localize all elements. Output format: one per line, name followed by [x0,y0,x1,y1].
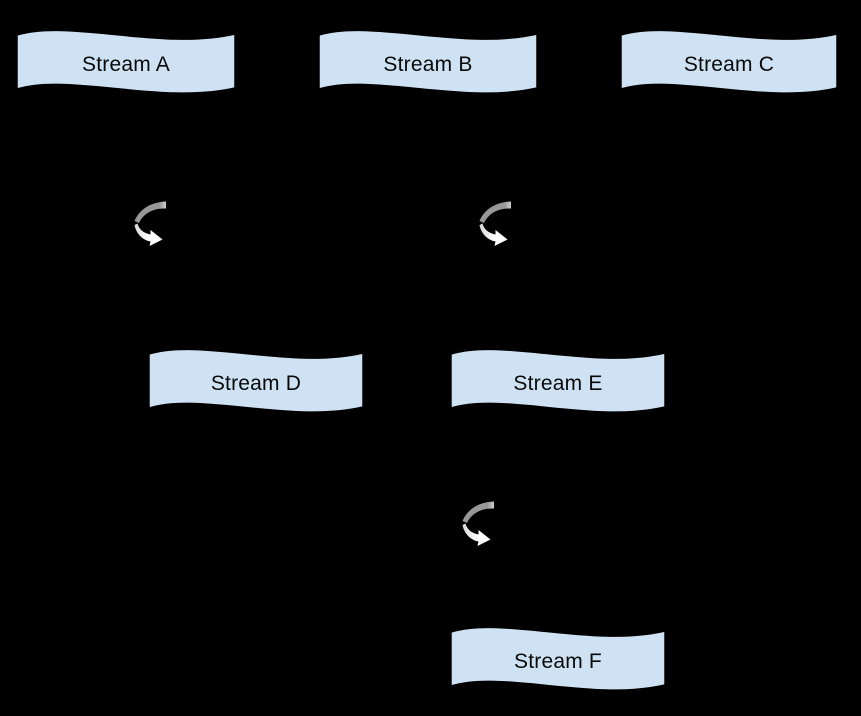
node-label: Stream A [82,52,170,76]
node-label: Stream E [513,371,603,395]
node-stream-a: Stream A [16,25,236,101]
wave-shape [620,25,838,101]
wave-shape [16,25,236,101]
node-stream-c: Stream C [620,25,838,101]
node-label: Stream C [683,52,775,76]
node-label: Stream F [514,649,602,673]
node-stream-f: Stream F [450,622,666,698]
node-stream-e: Stream E [450,344,666,420]
wave-shape [318,25,538,101]
loop-arrow-icon [478,200,512,247]
wave-shape [148,344,364,420]
node-label: Stream B [383,52,473,76]
node-label: Stream D [210,371,302,395]
node-stream-b: Stream B [318,25,538,101]
node-stream-d: Stream D [148,344,364,420]
loop-arrow-icon [461,500,495,547]
loop-arrow-icon [133,200,167,247]
wave-shape [450,622,666,698]
wave-shape [450,344,666,420]
